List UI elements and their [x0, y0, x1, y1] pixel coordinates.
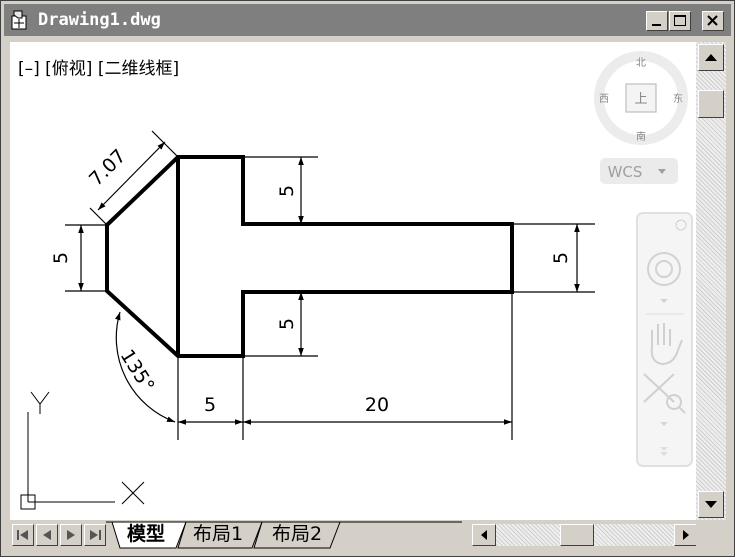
steering-wheel-dropdown-icon[interactable]	[660, 299, 668, 303]
arrow-right-icon	[683, 530, 689, 540]
maximize-icon	[674, 15, 686, 26]
minimize-icon	[652, 24, 661, 26]
last-tab-button[interactable]	[84, 524, 106, 546]
next-icon	[67, 530, 75, 540]
tab-shapes	[106, 521, 462, 549]
drawing-canvas[interactable]: [–] [俯视] [二维线框]	[10, 42, 696, 520]
shaft-length-dim-text: 20	[365, 394, 389, 416]
viewcube-face-top[interactable]: 上	[634, 92, 647, 107]
scrollbar-corner	[696, 520, 726, 550]
maximize-button[interactable]	[669, 11, 691, 31]
window-title: Drawing1.dwg	[38, 10, 161, 30]
angle-dim-arc	[115, 311, 176, 423]
horizontal-scrollbar[interactable]	[472, 524, 698, 546]
last-icon	[90, 530, 101, 540]
close-icon	[707, 15, 718, 26]
zoom-dropdown-icon[interactable]	[660, 422, 668, 426]
flange-width-dim-text: 5	[204, 394, 216, 416]
top-step-dim-text: 5	[276, 185, 298, 197]
arrow-up-icon	[705, 54, 717, 61]
layout-tab-bar: 模型 布局1 布局2	[10, 520, 726, 550]
title-bar[interactable]: Drawing1.dwg	[4, 4, 731, 36]
close-button[interactable]	[702, 11, 724, 31]
previous-tab-button[interactable]	[36, 524, 58, 546]
viewcube-south[interactable]: 南	[636, 130, 646, 143]
scroll-down-button[interactable]	[698, 491, 724, 518]
viewport-controls-label[interactable]: [–] [俯视] [二维线框]	[18, 59, 180, 79]
bottom-step-dim-text: 5	[276, 318, 298, 330]
wcs-dropdown-icon	[658, 169, 666, 174]
vertical-scroll-thumb[interactable]	[698, 90, 724, 118]
chamfer-ext-2	[151, 130, 179, 158]
left-height-dim-text: 5	[50, 252, 72, 264]
ucs-icon	[20, 391, 145, 510]
first-icon	[17, 530, 28, 540]
next-tab-button[interactable]	[60, 524, 82, 546]
right-height-dim-text: 5	[550, 252, 572, 264]
zoom-extents-icon[interactable]	[643, 373, 686, 414]
arrow-down-icon	[705, 501, 717, 508]
tab-layout-1[interactable]: 布局1	[193, 523, 244, 545]
tab-model[interactable]: 模型	[127, 523, 166, 545]
tab-layout-2[interactable]: 布局2	[272, 523, 323, 545]
navbar-close-icon[interactable]	[675, 219, 687, 231]
minimize-button[interactable]	[646, 11, 668, 31]
scroll-up-button[interactable]	[698, 44, 724, 71]
wcs-menu[interactable]	[600, 158, 678, 184]
first-tab-button[interactable]	[12, 524, 34, 546]
part-outline[interactable]	[105, 155, 514, 358]
chamfer-ext-1	[89, 207, 108, 226]
pan-hand-icon[interactable]	[650, 323, 683, 366]
previous-icon	[43, 530, 51, 540]
steering-wheel-icon[interactable]	[647, 252, 681, 286]
arrow-left-icon	[481, 530, 487, 540]
chamfer-dim-line	[97, 141, 166, 211]
viewcube-east[interactable]: 东	[673, 92, 683, 105]
drawing-svg: 7.07 5 5 5 5 5 20 135° Y 北 南	[20, 51, 693, 510]
vertical-scrollbar[interactable]	[696, 42, 726, 520]
scroll-right-button[interactable]	[674, 524, 698, 546]
wcs-label: WCS	[608, 163, 643, 181]
viewcube-north[interactable]: 北	[636, 57, 646, 69]
navbar-expand-icon[interactable]	[660, 447, 668, 456]
autocad-file-icon	[11, 10, 27, 30]
horizontal-scroll-thumb[interactable]	[560, 524, 594, 546]
viewcube[interactable]	[594, 51, 688, 145]
viewcube-west[interactable]: 西	[599, 94, 609, 105]
scroll-left-button[interactable]	[472, 524, 496, 546]
